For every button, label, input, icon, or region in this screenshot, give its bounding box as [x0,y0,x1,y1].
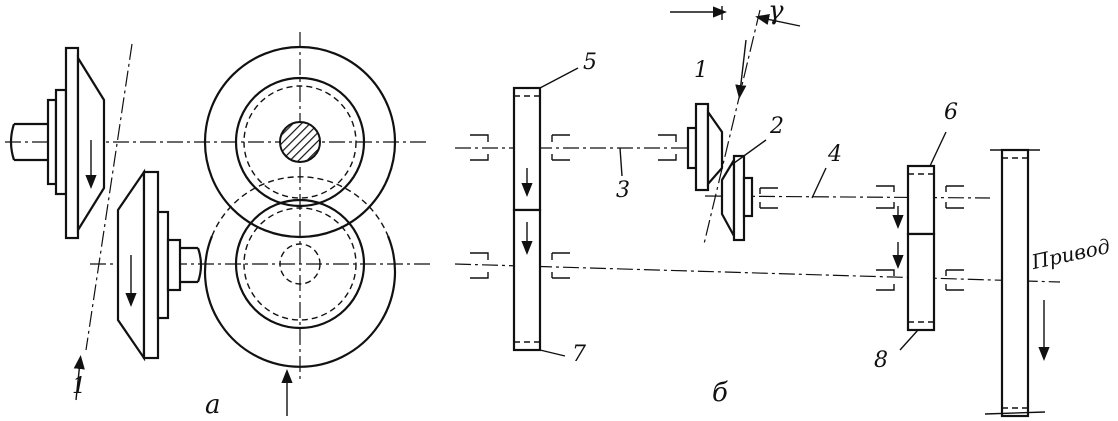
bearings-left [470,134,677,279]
drive-pulley [1000,148,1030,418]
upper-wheel-collar [54,88,68,196]
label-8: 8 [874,348,888,373]
wheel-1-hub [686,126,698,170]
view-b-group [454,6,1061,418]
wheel-1-cone [706,108,724,187]
upper-wheel-hub [46,98,58,186]
label-2: 2 [770,114,784,139]
leader-5 [539,67,579,89]
lower-disc-dashed-circle [243,207,357,321]
lower-disc-outer-circle [203,235,397,368]
label-6: 6 [944,100,958,125]
leader-3 [619,147,623,177]
lower-wheel-disc [142,170,160,360]
gear-6 [906,164,936,236]
leader-6 [929,131,947,167]
view-a-group [5,32,430,416]
wheel-1-disc [694,102,710,192]
angle-gamma-label: γ [768,0,784,26]
subfigure-label-a: а [205,390,221,420]
leader-7 [539,349,566,357]
bearings-right [876,185,964,291]
label-1-view-a: 1 [72,374,86,399]
label-3: 3 [616,178,630,203]
bearing-wheel-2 [759,187,778,209]
leader-8 [899,329,919,351]
wheel-axis-inclined [703,9,761,245]
lower-long-shaft-axis [454,263,1061,283]
upper-wheel-disc [64,46,80,240]
upper-disc-outer-circle [203,45,397,239]
lower-disc-hidden-arc [211,176,389,237]
leader-2 [729,139,767,167]
label-7: 7 [572,342,586,367]
left-feed-arrow [73,355,85,401]
label-5: 5 [583,50,597,75]
lower-disc-inner-circle [234,198,366,330]
upper-shaft-section [279,121,321,163]
leader-4 [811,167,827,199]
label-1: 1 [694,58,708,83]
subfigure-label-b: б [712,378,728,408]
feed-arrow-view-b [735,39,747,99]
drive-pulley-bottom-edge [984,411,1046,415]
gamma-arrow-right [755,13,801,27]
inclined-centerline [85,43,133,351]
wheel-2-disc [732,154,746,242]
lower-wheel-hub [166,238,182,292]
lower-wheel-collar [156,210,170,320]
upper-disc-inner-circle [234,76,366,208]
gear-5 [512,86,542,212]
lower-shaft-hidden-section [279,243,321,285]
upper-disc-dashed-circle [243,85,357,199]
label-4: 4 [828,142,842,167]
gear-8 [906,232,936,332]
wheel-2-cone [720,156,736,237]
lower-shaft [178,246,203,284]
upper-shaft [9,122,50,162]
wheel-2-hub [742,176,754,218]
